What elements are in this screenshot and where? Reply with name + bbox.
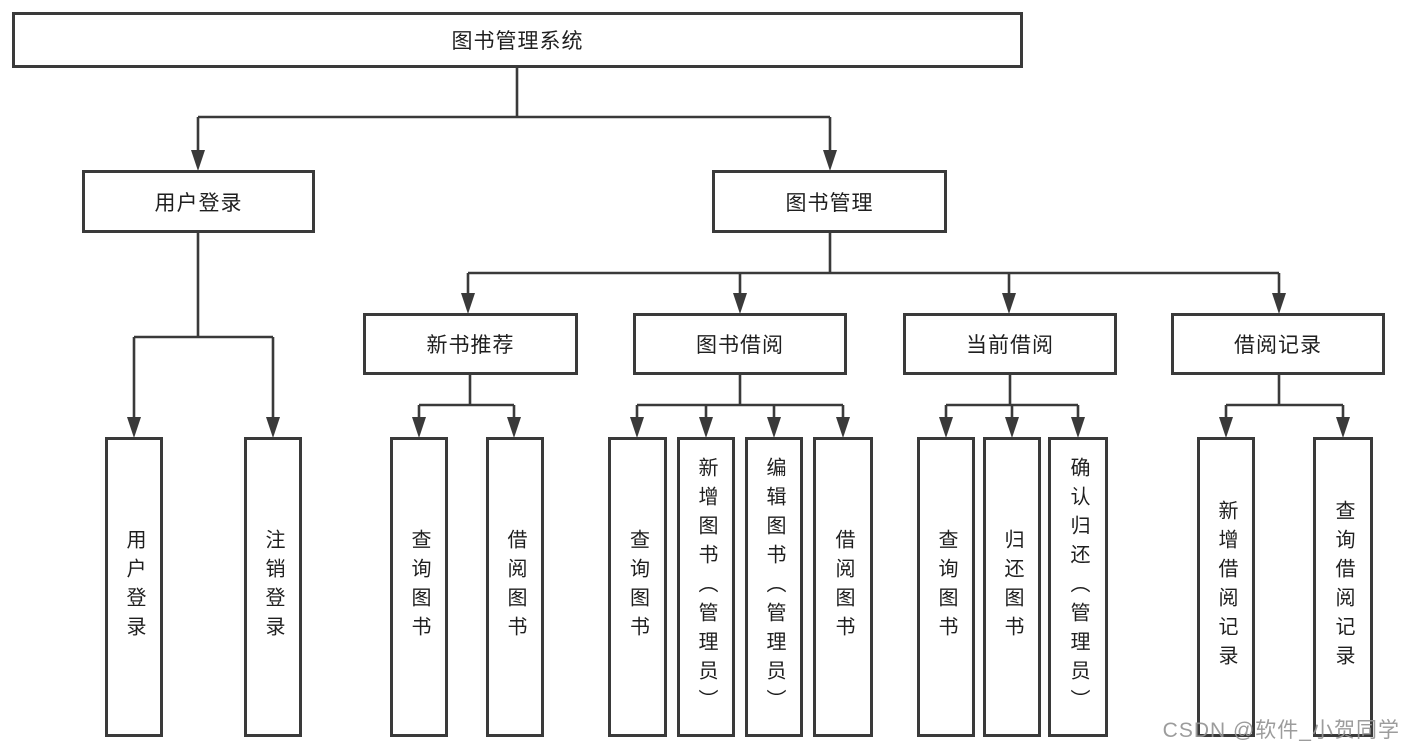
- leaf-recommend-query-book: 查询图书: [390, 437, 448, 737]
- node-new-book-recommend: 新书推荐: [363, 313, 578, 375]
- node-book-management: 图书管理: [712, 170, 947, 233]
- node-current-borrow: 当前借阅: [903, 313, 1117, 375]
- leaf-confirm-return-admin: 确认归还（管理员）: [1048, 437, 1108, 737]
- leaf-borrow-query-book: 查询图书: [608, 437, 667, 737]
- node-user-login: 用户登录: [82, 170, 315, 233]
- leaf-add-borrow-record: 新增借阅记录: [1197, 437, 1255, 737]
- leaf-add-book-admin: 新增图书（管理员）: [677, 437, 735, 737]
- leaf-current-query-book: 查询图书: [917, 437, 975, 737]
- leaf-return-book: 归还图书: [983, 437, 1041, 737]
- leaf-user-login: 用户登录: [105, 437, 163, 737]
- leaf-borrow-book: 借阅图书: [813, 437, 873, 737]
- leaf-query-borrow-record: 查询借阅记录: [1313, 437, 1373, 737]
- node-book-borrow: 图书借阅: [633, 313, 847, 375]
- leaf-recommend-borrow-book: 借阅图书: [486, 437, 544, 737]
- node-root-library-system: 图书管理系统: [12, 12, 1023, 68]
- csdn-watermark: CSDN @软件_小贺同学: [1162, 719, 1400, 742]
- arrowheads: [127, 150, 1350, 438]
- leaf-logout: 注销登录: [244, 437, 302, 737]
- node-borrow-records: 借阅记录: [1171, 313, 1385, 375]
- leaf-edit-book-admin: 编辑图书（管理员）: [745, 437, 803, 737]
